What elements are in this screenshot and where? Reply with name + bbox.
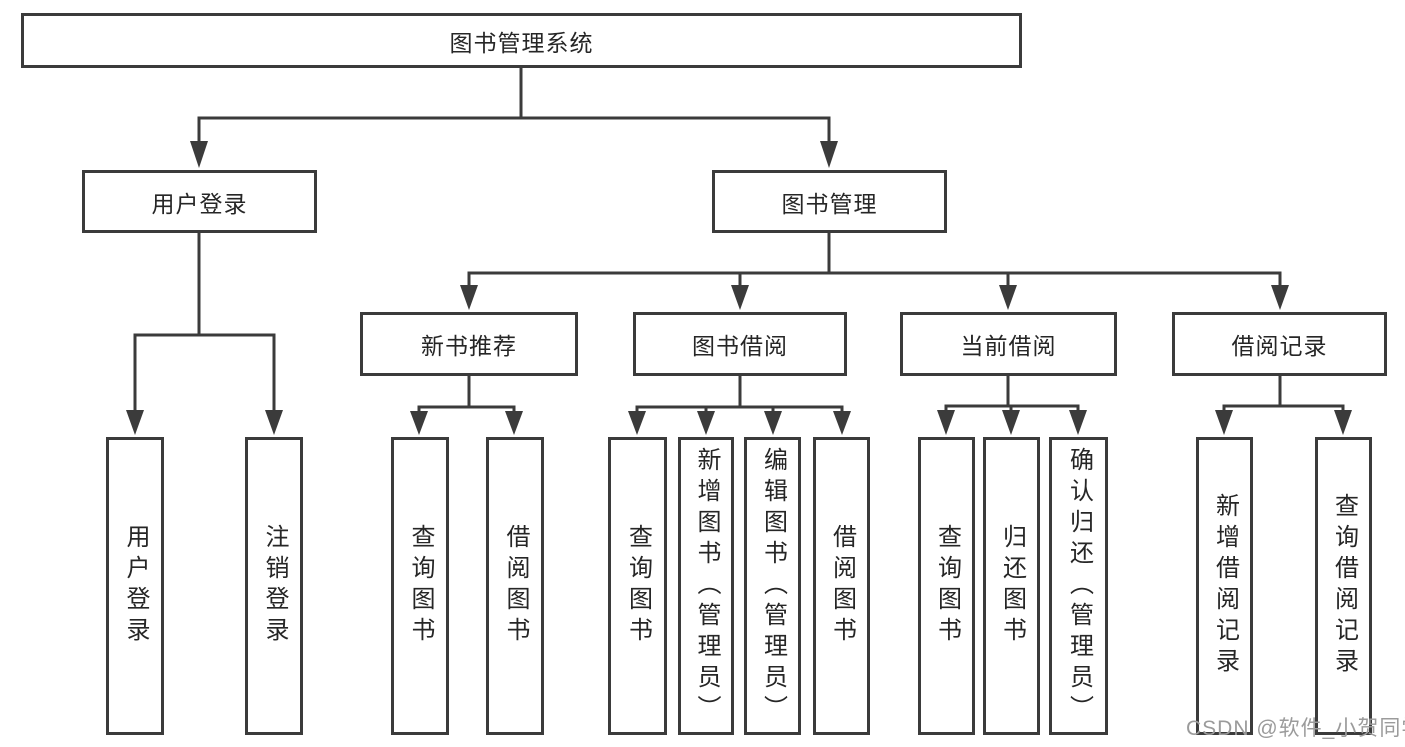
leaf-label: 确认归还（管理员） <box>1065 446 1093 726</box>
leaf-add-borrow-record: 新增借阅记录 <box>1196 437 1253 735</box>
leaf-label: 借阅图书 <box>502 524 529 648</box>
node-label: 新书推荐 <box>421 333 517 359</box>
leaf-edit-books-admin: 编辑图书（管理员） <box>744 437 801 735</box>
node-label: 图书管理 <box>781 190 878 217</box>
node-borrow-record: 借阅记录 <box>1172 312 1387 376</box>
arrowheads <box>126 141 1352 435</box>
node-book-management: 图书管理 <box>712 170 947 233</box>
leaf-label: 查询图书 <box>624 524 652 648</box>
leaf-label: 借阅图书 <box>828 524 856 648</box>
leaf-query-borrow-record: 查询借阅记录 <box>1315 437 1372 735</box>
node-new-book-recommend: 新书推荐 <box>360 312 578 376</box>
leaf-label: 查询借阅记录 <box>1330 493 1358 679</box>
leaf-query-books: 查询图书 <box>608 437 667 735</box>
leaf-label: 用户登录 <box>122 524 149 648</box>
leaf-confirm-return-admin: 确认归还（管理员） <box>1049 437 1108 735</box>
leaf-logout: 注销登录 <box>245 437 303 735</box>
node-label: 用户登录 <box>151 190 248 217</box>
leaf-label: 归还图书 <box>998 524 1026 648</box>
leaf-return-books: 归还图书 <box>983 437 1040 735</box>
leaf-user-login: 用户登录 <box>106 437 164 735</box>
leaf-query-books: 查询图书 <box>918 437 975 735</box>
leaf-label: 查询图书 <box>407 524 434 648</box>
node-label: 借阅记录 <box>1231 333 1328 359</box>
leaf-borrow-books: 借阅图书 <box>486 437 544 735</box>
leaf-label: 编辑图书（管理员） <box>759 446 787 726</box>
node-user-login: 用户登录 <box>82 170 317 233</box>
leaf-borrow-books: 借阅图书 <box>813 437 870 735</box>
node-label: 图书借阅 <box>692 333 788 359</box>
leaf-add-books-admin: 新增图书（管理员） <box>678 437 734 735</box>
leaf-label: 注销登录 <box>261 524 288 648</box>
leaf-label: 查询图书 <box>933 524 961 648</box>
leaf-label: 新增借阅记录 <box>1211 493 1239 679</box>
node-label: 图书管理系统 <box>449 29 594 56</box>
node-current-borrow: 当前借阅 <box>900 312 1117 376</box>
node-library-management-system: 图书管理系统 <box>21 13 1022 68</box>
leaf-label: 新增图书（管理员） <box>693 446 720 726</box>
csdn-watermark: CSDN @软件_小贺同学 <box>1186 717 1405 740</box>
node-book-borrow: 图书借阅 <box>633 312 847 376</box>
node-label: 当前借阅 <box>960 333 1057 359</box>
leaf-query-books: 查询图书 <box>391 437 449 735</box>
